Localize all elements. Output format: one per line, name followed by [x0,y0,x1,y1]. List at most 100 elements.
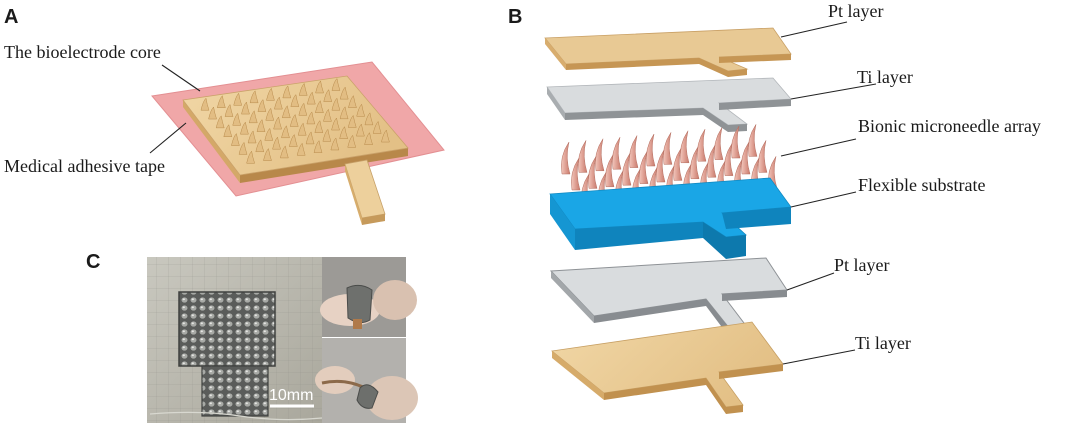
core-leader-line [161,64,201,92]
microneedle [356,123,365,137]
leader-pt-top [780,21,848,38]
microneedle [282,105,291,119]
bionic-microneedle [724,143,734,176]
electrode-mesh [178,291,276,367]
microneedle [331,77,341,91]
microneedle [347,114,357,128]
microneedle [339,86,349,100]
microneedle [364,112,374,126]
microneedle [315,80,324,94]
bionic-microneedle [588,156,598,189]
bionic-microneedle [673,148,683,181]
microneedle [339,106,349,120]
microneedle [298,102,308,116]
microneedle [282,85,292,99]
leader-ti-top [790,83,877,100]
label-flexible-substrate: Flexible substrate [858,175,985,195]
microneedle [290,94,300,107]
microneedle [263,148,272,161]
panel-a-microneedles [200,77,390,164]
microneedle [249,90,259,104]
panel-b: B [508,1,1041,414]
microneedle [356,103,366,117]
bionic-microneedle [629,135,639,168]
core-tab-side-left [345,164,362,225]
bionic-microneedle [612,137,622,170]
microneedle [223,124,233,137]
microneedle [298,82,308,96]
bionic-microneedle [748,124,758,157]
microneedle [274,96,283,110]
label-microneedle-array: Bionic microneedle array [858,116,1041,136]
bionic-microneedle [690,146,700,180]
label-pt-bottom: Pt layer [834,255,890,275]
microneedle [347,134,357,148]
microneedle [323,108,332,122]
microneedle [215,115,225,129]
microneedle [323,89,333,102]
microneedle [266,87,275,101]
leader-ti-bottom [782,349,856,365]
tape-label: Medical adhesive tape [4,156,165,176]
microneedle [372,120,382,134]
microneedle [305,131,315,145]
microneedle [339,126,348,139]
layer-flexible-substrate [549,177,792,259]
bionic-microneedle [571,157,581,191]
microneedle [238,141,248,155]
microneedle [272,136,281,150]
layer-pt-top [544,27,792,77]
layer-pt-bottom [549,257,788,338]
layer-ti-bottom [551,321,784,414]
microneedle [289,134,298,147]
core-tab-side [362,214,385,225]
microneedle [315,100,324,113]
leader-flexible-substrate [790,191,857,208]
bionic-microneedle [663,132,673,165]
microneedle [313,140,323,153]
panel-c-letter: C [86,251,100,273]
microneedle [256,119,266,132]
microneedle [240,121,249,135]
label-ti-top: Ti layer [857,67,913,87]
bionic-microneedle [656,149,666,183]
core-side-face-left [183,100,240,183]
microneedle [224,104,234,117]
leader-pt-bottom [786,272,835,291]
microneedle [296,142,306,156]
bionic-microneedle [639,151,649,184]
photo-main: 10mm [147,257,323,423]
microneedle [364,132,373,145]
bionic-microneedle [758,140,768,173]
microneedle [264,127,274,141]
photo-inset-top [320,257,417,337]
microneedle [233,92,243,106]
microneedle [217,95,226,108]
microneedle [231,133,240,146]
core-side-face [240,148,408,183]
bionic-microneedle [707,145,717,178]
microneedle [232,112,242,126]
microneedle [273,116,282,130]
bionic-microneedle [578,140,588,173]
tape-leader-line [149,122,187,154]
microneedle [200,97,210,111]
microneedle [306,91,316,105]
label-pt-top: Pt layer [828,1,884,21]
scale-bar-label: 10mm [269,387,313,404]
bionic-microneedle [622,153,632,186]
bionic-microneedle [680,130,690,164]
electrode-tail [201,365,269,417]
bionic-microneedle [646,133,656,167]
microneedle [314,120,324,133]
bionic-microneedle [561,141,571,175]
microneedle [306,111,316,125]
panel-a: A The bioelectrode core Medical adhesive… [4,6,445,225]
microneedle [281,125,290,139]
layer-ti-top [546,77,792,132]
bionic-microneedle [697,129,707,162]
microneedle [247,130,257,144]
microneedle [289,113,299,127]
label-ti-bottom: Ti layer [855,333,911,353]
